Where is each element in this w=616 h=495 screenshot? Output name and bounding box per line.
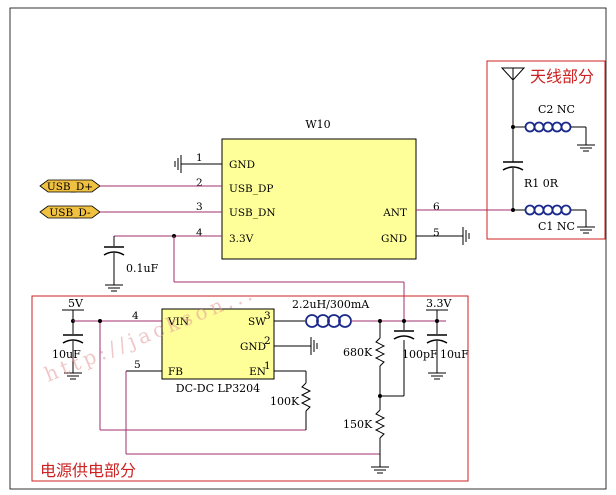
ground-symbol-cap-out2 <box>427 367 447 380</box>
ic-pin-sw-label: SW <box>248 316 266 328</box>
resistor-top <box>374 337 386 367</box>
ic-name: DC-DC LP3204 <box>176 382 260 395</box>
w10-chip-body <box>221 138 417 260</box>
ground-symbol-c1 <box>576 221 596 234</box>
ground-symbol-divider <box>370 461 390 474</box>
w10-pin-2-num: 2 <box>196 177 203 189</box>
capacitor-output-10uf <box>426 334 448 344</box>
power-input-voltage: 5V <box>68 297 84 310</box>
ground-symbol-ic <box>305 336 318 356</box>
w10-title: W10 <box>305 118 330 131</box>
ground-symbol-w10-pin5 <box>457 226 470 246</box>
c1-label: C1 NC <box>538 220 575 233</box>
resistor-r1-cap <box>502 161 524 171</box>
ground-symbol-w10-pin1 <box>174 154 187 174</box>
w10-pin-5-num: 5 <box>433 227 440 239</box>
w10-pin-4-num: 4 <box>196 227 203 239</box>
antenna-section-frame <box>486 60 606 240</box>
capacitor-main <box>103 246 125 256</box>
w10-pin-gnd-label: GND <box>229 159 255 171</box>
antenna-symbol <box>500 67 526 81</box>
cap-main-value: 0.1uF <box>126 262 159 275</box>
c2-label: C2 NC <box>538 103 575 116</box>
ground-symbol-c2 <box>576 139 596 152</box>
w10-pin-ant-label: ANT <box>382 207 407 219</box>
w10-module[interactable]: W10 GND USB_DP USB_DN 3.3V ANT GND 1 2 3… <box>196 118 440 260</box>
cap-in-value: 10uF <box>52 348 81 361</box>
cap-out2-value: 10uF <box>440 348 469 361</box>
ic-pin-gnd-label: GND <box>240 341 266 353</box>
port-usb-dn[interactable]: USB_D- <box>39 205 101 219</box>
inductor-c2 <box>513 121 587 140</box>
port-usb-dp[interactable]: USB_D+ <box>39 179 101 193</box>
port-usb-dn-label: USB_D- <box>49 207 91 219</box>
power-section-frame <box>31 295 469 482</box>
ic-pin-fb-label: FB <box>168 366 183 378</box>
ground-symbol-cap-main <box>104 279 124 292</box>
resistor-bottom <box>374 409 386 439</box>
sheet-border <box>9 7 607 490</box>
w10-pin-1-num: 1 <box>196 152 203 164</box>
cap-out1-value: 100pF <box>402 348 438 361</box>
w10-pin-6-num: 6 <box>433 201 440 213</box>
w10-pin-gnd2-label: GND <box>381 233 407 245</box>
resistor-enable <box>300 382 312 412</box>
ic-pin-vin-label: VIN <box>167 316 189 328</box>
dcdc-ic-body <box>161 308 275 380</box>
w10-pin-usbdp-label: USB_DP <box>229 183 274 195</box>
inductor-value: 2.2uH/300mA <box>292 298 370 311</box>
port-usb-dp-label: USB_D+ <box>47 181 93 193</box>
power-section-title: 电源供电部分 <box>40 461 136 480</box>
r-top-value: 680K <box>343 346 373 359</box>
junction-vin <box>98 319 102 323</box>
ic-pin-4-num: 4 <box>132 310 139 322</box>
w10-pin-3-num: 3 <box>196 201 203 213</box>
ic-pin-3-num: 3 <box>264 310 271 322</box>
ic-pin-en-label: EN <box>249 366 266 378</box>
w10-pin-usbdn-label: USB_DN <box>229 207 276 219</box>
capacitor-input <box>62 334 84 344</box>
inductor-main <box>305 314 352 328</box>
r-bottom-value: 150K <box>343 418 373 431</box>
r1-label: R1 0R <box>524 177 559 190</box>
inductor-c1 <box>513 204 587 222</box>
r-enable-value: 100K <box>270 395 300 408</box>
w10-pin-33v-label: 3.3V <box>229 233 254 245</box>
ic-pin-1-num: 1 <box>264 360 271 372</box>
capacitor-output-100pf <box>393 330 415 340</box>
ic-pin-5-num: 5 <box>134 359 141 371</box>
ic-pin-2-num: 2 <box>264 335 271 347</box>
antenna-section-title: 天线部分 <box>530 67 594 86</box>
power-output-voltage: 3.3V <box>426 297 452 310</box>
dcdc-ic[interactable]: VIN SW GND FB EN DC-DC LP3204 <box>161 308 275 395</box>
